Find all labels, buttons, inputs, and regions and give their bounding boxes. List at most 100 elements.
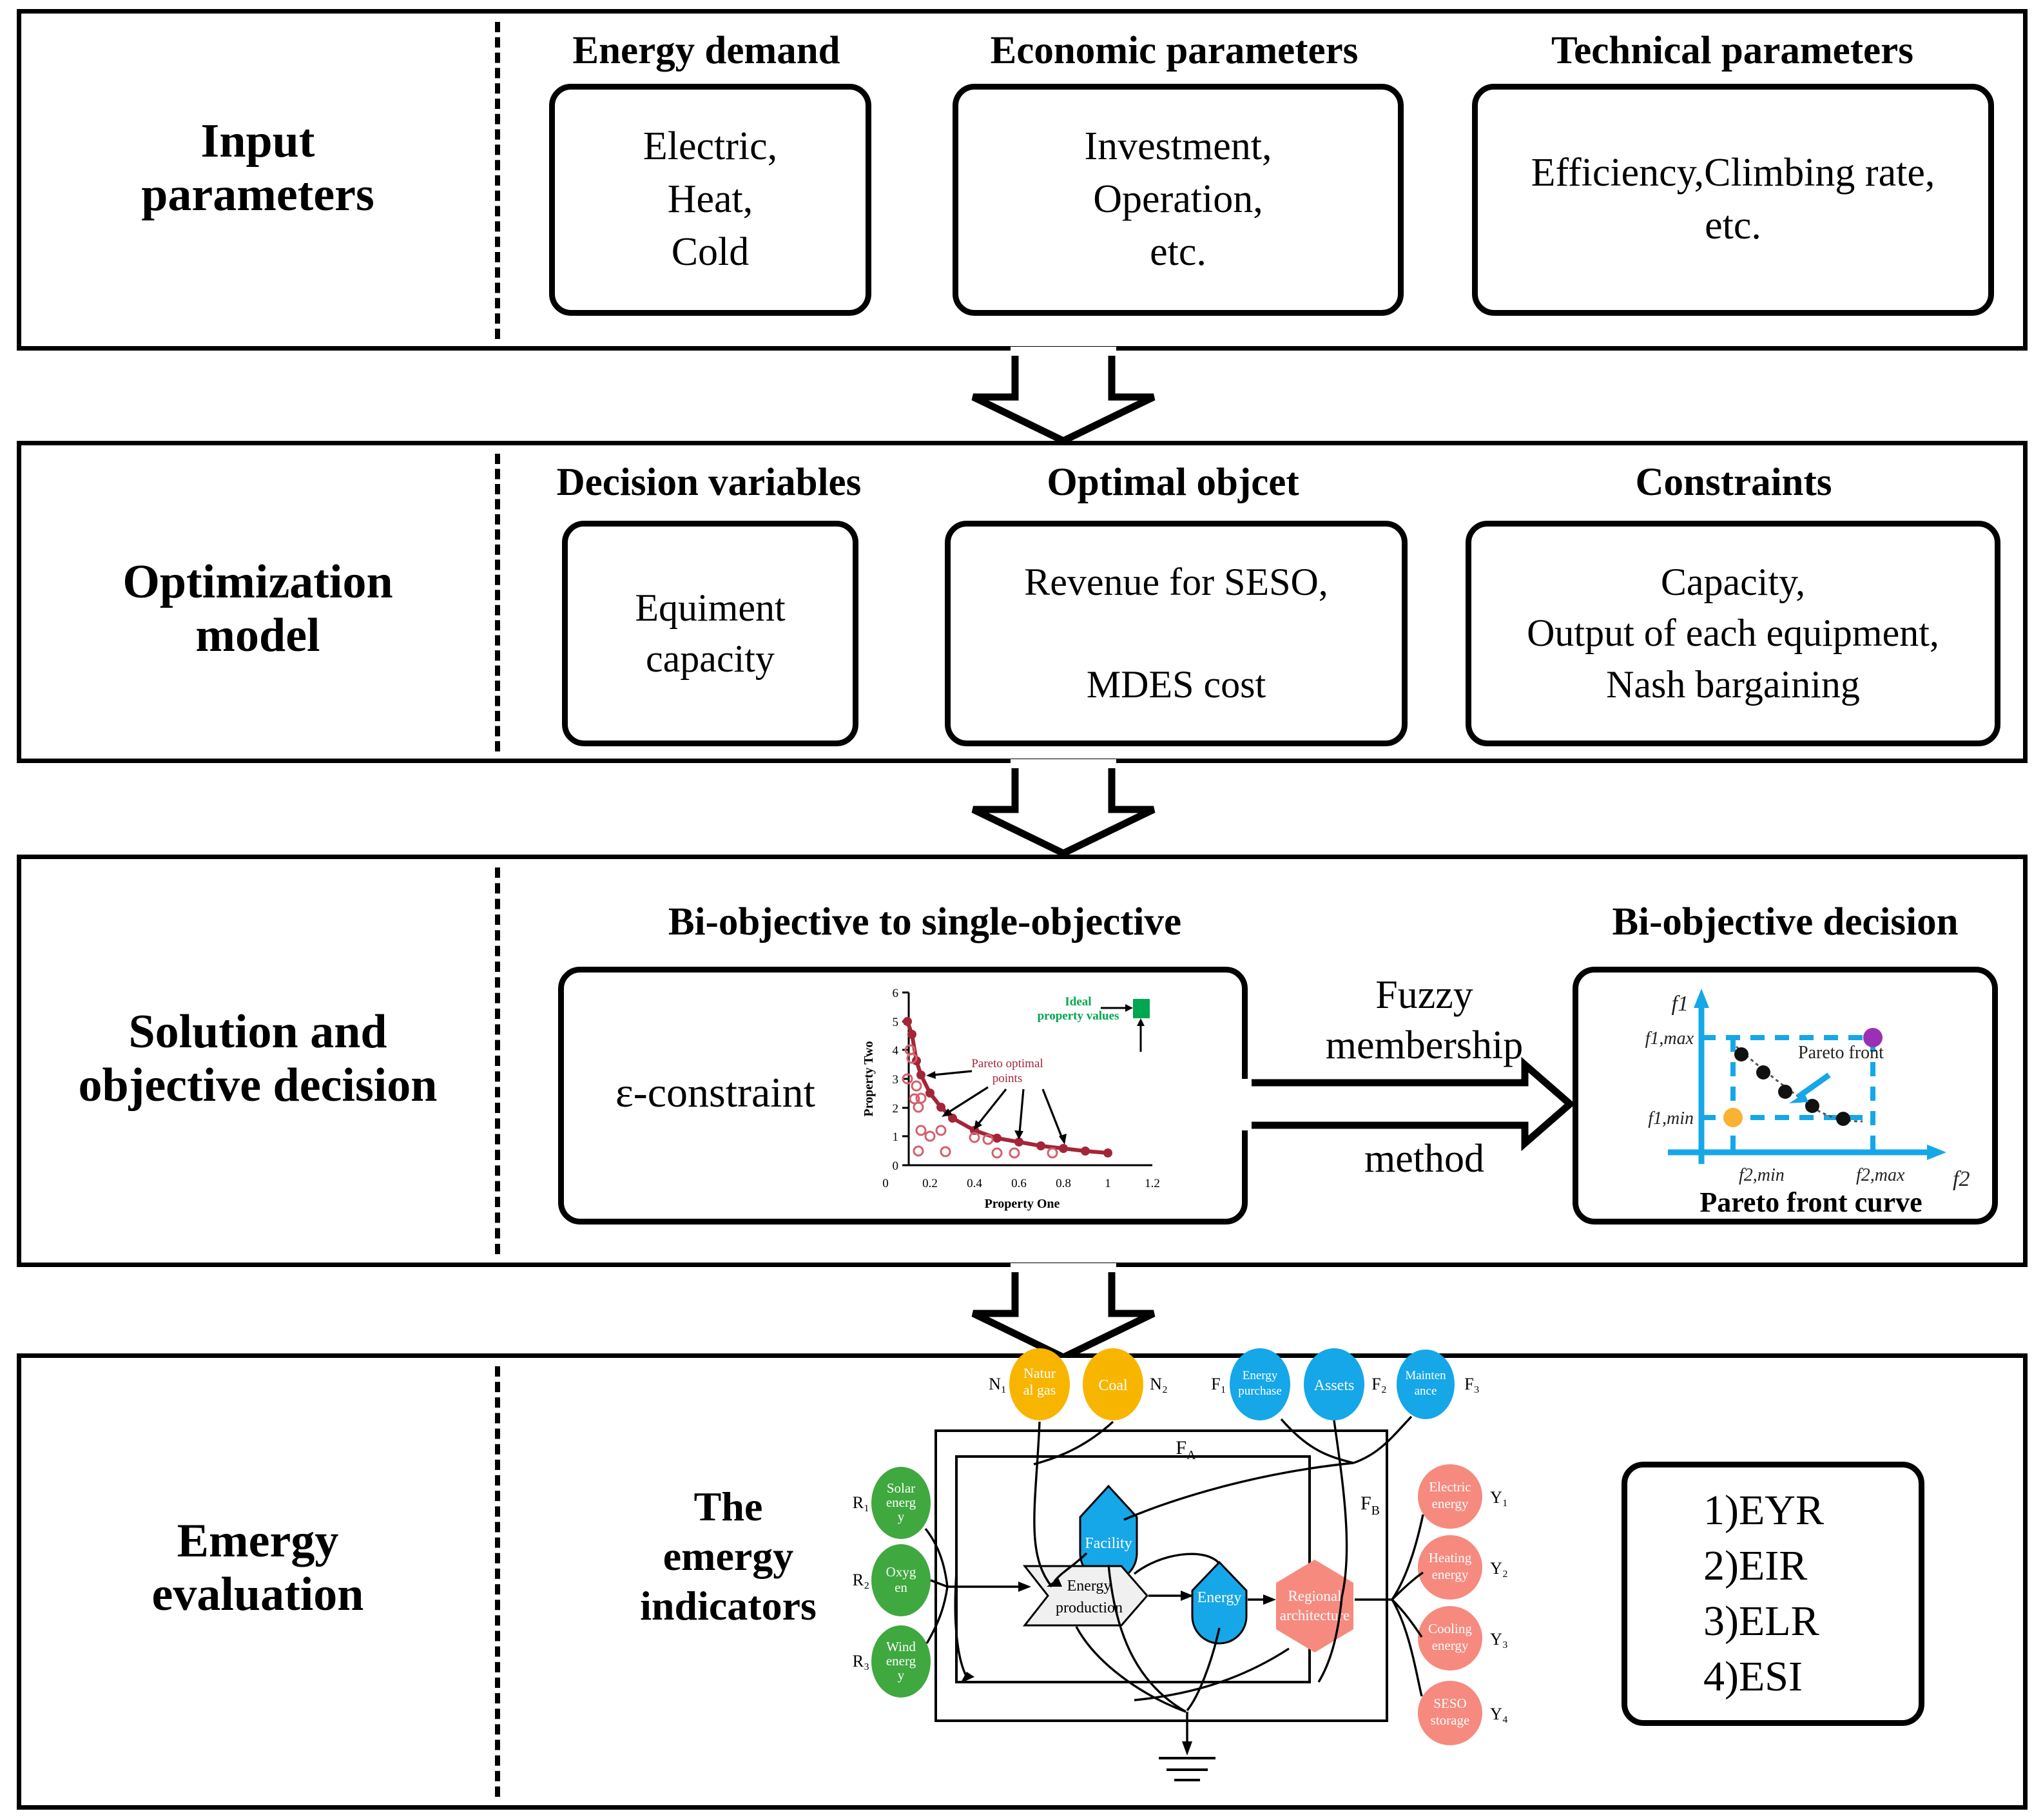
xtick-02: 0.2 <box>922 1177 938 1190</box>
svg-text:energy: energy <box>1432 1567 1469 1582</box>
source-node-wind-energy: Wind energ y <box>871 1625 931 1698</box>
pareto-front-chart: Pareto front f1 f2 f1,max f1,min f2,min … <box>1592 977 1985 1218</box>
column-head-energy-demand: Energy demand <box>572 29 840 72</box>
column-head-bi-objective-decision: Bi-objective decision <box>1612 900 1959 944</box>
svg-text:Heating: Heating <box>1429 1550 1472 1565</box>
svg-text:Natur: Natur <box>1023 1365 1056 1381</box>
axis-arrow-f1 <box>1694 989 1709 1008</box>
ideal-label-line1: Ideal <box>1065 995 1091 1009</box>
svg-text:energy: energy <box>1432 1496 1469 1511</box>
tag-F1: F₁ <box>1211 1375 1226 1393</box>
axis-label-f1: f1 <box>1672 992 1689 1016</box>
box-economic-parameters: Investment, Operation, etc. <box>953 84 1404 316</box>
svg-text:ance: ance <box>1415 1384 1437 1398</box>
section-input-divider <box>495 22 500 339</box>
svg-text:SESO: SESO <box>1433 1696 1466 1711</box>
box-emergy-indicators: 1)EYR 2)EIR 3)ELR 4)ESI <box>1622 1462 1924 1726</box>
flow-label-FA: FA <box>1176 1437 1196 1462</box>
section-optimization-label: Optimization model <box>122 556 393 662</box>
box-decision-variables: Equiment capacity <box>562 521 858 746</box>
arrow-optimization-to-solution <box>960 759 1167 858</box>
svg-text:energy: energy <box>1432 1638 1469 1653</box>
source-node-assets: Assets <box>1304 1348 1364 1420</box>
tag-Y3: Y₃ <box>1490 1630 1508 1649</box>
source-node-energy-purchase: Energy purchase <box>1230 1348 1290 1420</box>
section-emergy-divider <box>495 1366 500 1797</box>
node-energy: Energy <box>1191 1560 1248 1645</box>
section-input-label: Input parameters <box>141 115 374 221</box>
pareto-scatter-chart: 0 1 2 3 4 5 6 0 0.2 0.4 0.6 0.8 1 1.2 Pr… <box>849 981 1223 1213</box>
ytick-5: 5 <box>893 1016 899 1029</box>
column-head-emergy-indicators: The emergy indicators <box>640 1484 817 1629</box>
indicator-item-3: 3)ELR <box>1703 1598 1819 1645</box>
box-optimal-object: Revenue for SESO, MDES cost <box>945 521 1408 746</box>
svg-text:Energy: Energy <box>1067 1578 1112 1594</box>
section-solution-label: Solution and objective decision <box>78 1005 438 1112</box>
tag-F2: F₂ <box>1371 1375 1387 1393</box>
source-node-maintenance: Mainten ance <box>1397 1350 1455 1419</box>
section-emergy-label: Emergy evaluation <box>151 1515 364 1621</box>
box-technical-parameters: Efficiency,Climbing rate, etc. <box>1472 84 1994 316</box>
tag-R1: R₁ <box>853 1493 869 1512</box>
tag-Y4: Y₄ <box>1490 1705 1508 1723</box>
arrow-solution-to-emergy <box>960 1263 1167 1362</box>
svg-text:storage: storage <box>1431 1712 1470 1728</box>
source-node-solar-energy: Solar energ y <box>871 1467 931 1539</box>
svg-text:Cooling: Cooling <box>1428 1621 1472 1636</box>
svg-text:Assets: Assets <box>1314 1377 1355 1394</box>
svg-text:Solar: Solar <box>887 1480 915 1496</box>
tag-Y2: Y₂ <box>1490 1559 1508 1578</box>
tag-R2: R₂ <box>853 1571 869 1589</box>
ytick-0: 0 <box>893 1159 899 1173</box>
svg-text:Wind: Wind <box>886 1639 916 1654</box>
svg-text:Coal: Coal <box>1098 1377 1128 1394</box>
pareto-front-caption: Pareto front curve <box>1699 1186 1922 1218</box>
ideal-label-line2: property values <box>1038 1009 1119 1023</box>
pareto-points <box>903 1017 1112 1157</box>
svg-text:en: en <box>895 1580 907 1595</box>
indicator-item-2: 2)EIR <box>1703 1542 1808 1590</box>
axis-label-f2: f2 <box>1953 1167 1970 1191</box>
svg-text:energ: energ <box>886 1653 916 1669</box>
box-energy-demand: Electric, Heat, Cold <box>549 84 871 316</box>
source-node-coal: Coal <box>1083 1348 1143 1420</box>
svg-text:Oxyg: Oxyg <box>886 1564 916 1580</box>
svg-text:energ: energ <box>886 1495 916 1510</box>
axis-arrow-f2 <box>1927 1145 1946 1160</box>
tag-Y1: Y₁ <box>1490 1488 1508 1507</box>
pareto-front-annotation-arrow <box>1789 1072 1831 1103</box>
arrow-input-to-optimization <box>960 347 1167 445</box>
output-node-electric-energy: Electric energy <box>1418 1464 1482 1529</box>
ideal-property-marker <box>1133 999 1150 1018</box>
svg-text:Mainten: Mainten <box>1405 1369 1446 1382</box>
pareto-front-points <box>1734 1047 1850 1126</box>
tag-N2: N₂ <box>1150 1375 1168 1393</box>
epsilon-constraint-label: ε-constraint <box>615 1069 815 1116</box>
pareto-annotation-arrows <box>926 1070 1067 1145</box>
indicator-item-1: 1)EYR <box>1703 1487 1824 1534</box>
chart-xlabel: Property One <box>985 1197 1060 1211</box>
xtick-0: 0 <box>882 1177 889 1190</box>
xtick-12: 1.2 <box>1145 1177 1160 1190</box>
svg-text:y: y <box>898 1667 905 1683</box>
label-f1-min: f1,min <box>1648 1108 1694 1128</box>
ytick-6: 6 <box>893 987 899 1000</box>
ytick-1: 1 <box>893 1130 899 1144</box>
xtick-08: 0.8 <box>1056 1177 1071 1190</box>
xtick-04: 0.4 <box>967 1177 982 1190</box>
fuzzy-membership-label-top: Fuzzy membership <box>1325 973 1524 1067</box>
section-solution-divider <box>495 867 500 1254</box>
emergy-systems-diagram: Natur al gas N₁ Coal N₂ Energy purchase … <box>853 1348 1579 1805</box>
emergy-diagram-svg: Natur al gas N₁ Coal N₂ Energy purchase … <box>853 1348 1508 1781</box>
source-node-natural-gas: Natur al gas <box>1009 1348 1070 1420</box>
pareto-label-line2: points <box>992 1072 1022 1085</box>
label-f2-min: f2,min <box>1739 1165 1785 1185</box>
chart-ylabel: Property Two <box>862 1041 876 1116</box>
xtick-06: 0.6 <box>1011 1177 1027 1190</box>
svg-text:Electric: Electric <box>1429 1479 1471 1495</box>
svg-text:Energy: Energy <box>1197 1589 1242 1606</box>
label-f2-max: f2,max <box>1856 1165 1905 1185</box>
ideal-arrows <box>1101 1004 1145 1052</box>
column-head-decision-variables: Decision variables <box>556 461 862 504</box>
column-head-optimal-object: Optimal objcet <box>1047 461 1299 504</box>
